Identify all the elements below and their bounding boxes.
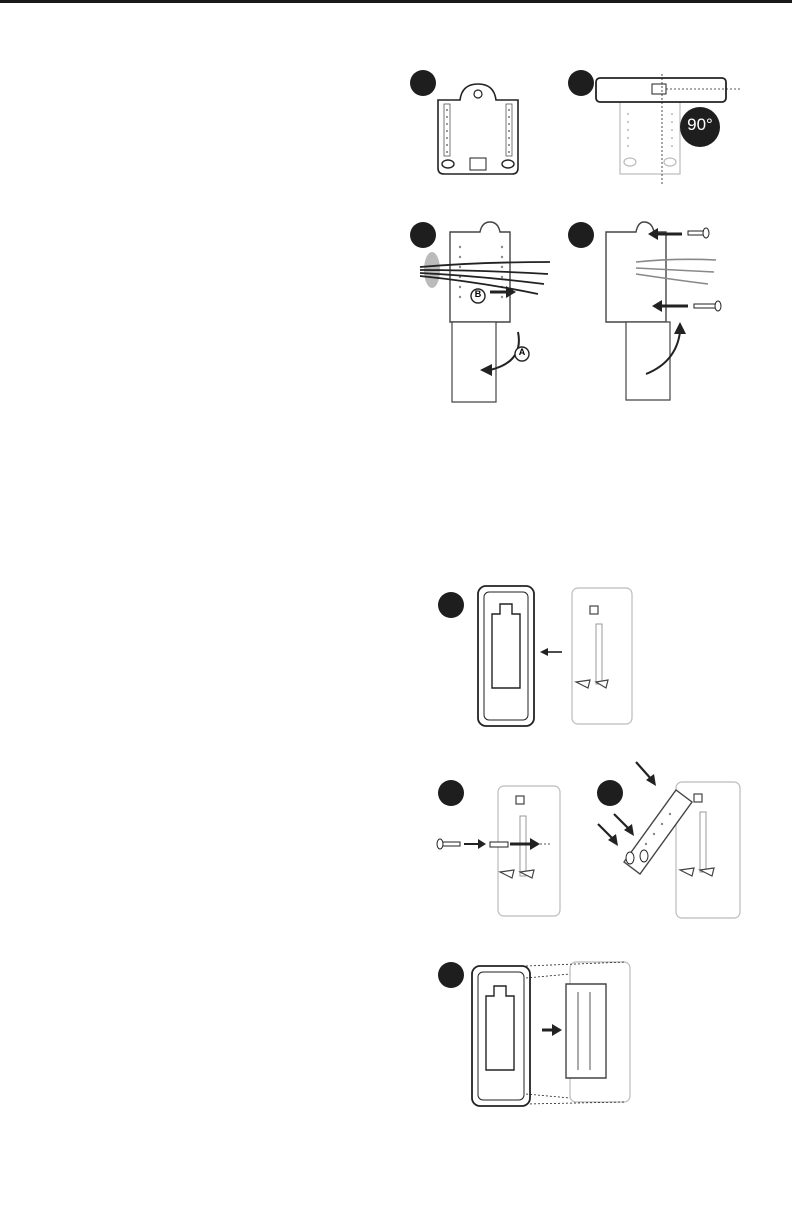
screw-icon bbox=[688, 228, 709, 238]
wires-through-figure bbox=[420, 222, 570, 402]
page-top-rule bbox=[0, 0, 792, 3]
level-icon bbox=[596, 78, 726, 102]
step-marker-5 bbox=[438, 592, 464, 618]
wallplate-front-figure bbox=[430, 80, 530, 180]
trim-plate-figure bbox=[470, 584, 640, 730]
callout-b-label: B bbox=[473, 289, 483, 299]
screws-figure bbox=[596, 222, 746, 402]
step-marker-8 bbox=[438, 962, 464, 988]
trim-plate-final-figure bbox=[466, 958, 636, 1110]
anchor-screw-figure bbox=[436, 776, 566, 918]
tilt-mount-figure bbox=[596, 762, 746, 922]
step-marker-4 bbox=[568, 222, 594, 248]
trim-plate-icon bbox=[478, 586, 534, 726]
callout-a-label: A bbox=[517, 347, 527, 357]
level-angle-label: 90° bbox=[680, 115, 720, 135]
